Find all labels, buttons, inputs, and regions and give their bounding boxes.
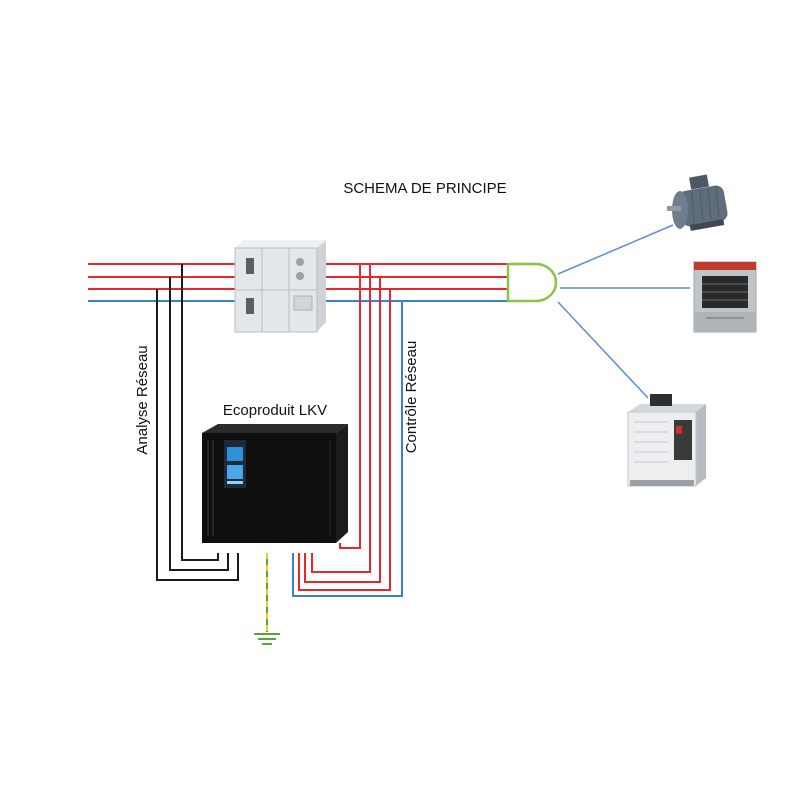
switchboard-top	[235, 240, 326, 248]
switchboard-meter-1	[296, 258, 304, 266]
branch-to-chiller	[557, 301, 649, 399]
device-top	[202, 424, 348, 433]
controle-wire-3	[304, 277, 381, 583]
motor-shaft	[667, 206, 681, 211]
device-label: Ecoproduit LKV	[223, 402, 327, 419]
chiller-base	[630, 480, 694, 486]
motor-fin-3	[707, 188, 712, 220]
motor-terminal-box	[689, 174, 709, 190]
ground-symbol-icon	[254, 633, 280, 645]
industrial-oven-icon	[693, 261, 757, 333]
motor-foot	[689, 219, 725, 231]
chiller-unit-icon	[627, 394, 706, 487]
electrical-switchboard-icon	[234, 240, 326, 333]
load-branches	[557, 224, 690, 399]
electric-motor-icon	[667, 174, 728, 231]
controle-wire-5	[292, 301, 403, 597]
analyse-wire-2	[169, 277, 229, 571]
switchboard-side	[317, 240, 326, 332]
switchboard-meter-2	[296, 272, 304, 280]
switchboard-breaker-1	[246, 258, 254, 274]
motor-fin-4	[715, 186, 720, 218]
device-front	[202, 433, 336, 543]
oven-brand-strip	[694, 262, 756, 270]
analyse-wire-1	[156, 289, 239, 581]
switchboard-panel	[293, 295, 313, 311]
chiller-fan-housing	[650, 394, 672, 406]
device-display-screen-2	[227, 465, 243, 479]
device-side	[336, 424, 348, 543]
analyse-wire-3	[181, 264, 219, 561]
analyse-wires	[156, 264, 239, 581]
motor-fin-2	[699, 189, 704, 221]
diagram-title: SCHEMA DE PRINCIPE	[343, 180, 506, 197]
chiller-side	[696, 404, 706, 486]
motor-fin-1	[691, 191, 695, 223]
ecoproduit-lkv-cabinet-icon	[202, 424, 348, 543]
chiller-top	[628, 404, 706, 412]
branch-to-motor	[557, 224, 674, 275]
controle-wire-1	[339, 264, 361, 549]
switchboard-breaker-2	[246, 298, 254, 314]
controle-reseau-label: Contrôle Réseau	[403, 341, 420, 454]
controle-wire-4	[298, 289, 391, 591]
oven-base	[694, 312, 756, 332]
load-junction-icon	[506, 262, 558, 303]
analyse-reseau-label: Analyse Réseau	[134, 345, 151, 454]
controle-wires	[292, 264, 403, 597]
device-display-light	[227, 481, 243, 484]
device-display-screen-1	[227, 447, 243, 461]
motor-body	[678, 185, 728, 227]
controle-wire-2	[311, 264, 371, 573]
chiller-control-accent	[676, 426, 682, 434]
